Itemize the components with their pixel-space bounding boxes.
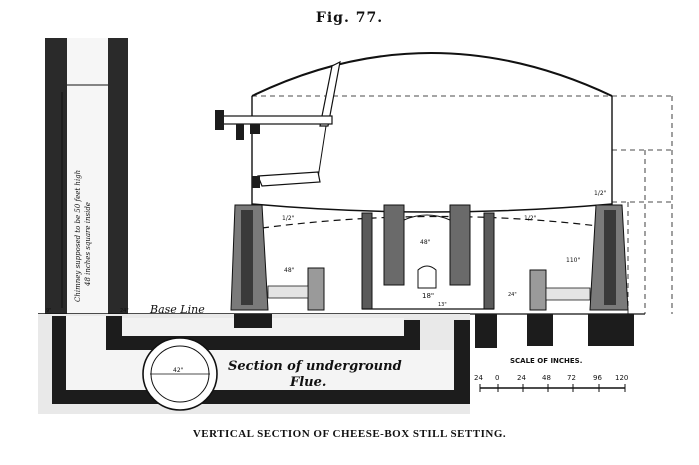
vapor-pipe: [215, 60, 341, 188]
still-body: [251, 52, 673, 314]
dim-flue-dia: 42": [173, 367, 184, 374]
brick-setting: [230, 204, 634, 348]
dim-center-width: 48": [420, 239, 431, 246]
dim-wall-height: 24": [508, 292, 517, 298]
scale-tick-label: 24: [474, 374, 483, 382]
dim-chimney-base: 24": [120, 308, 129, 314]
flue-label-line1: Section of underground: [228, 359, 402, 374]
scale-tick-label: 24: [517, 374, 526, 382]
chimney: [45, 38, 128, 316]
scale-tick-label: 96: [593, 374, 602, 382]
dim-center-low: 13": [438, 302, 447, 308]
flue-section: [142, 337, 218, 411]
scale-tick-label: 72: [567, 374, 576, 382]
figure-title: Fig. 77.: [315, 10, 384, 26]
chimney-note-line2: 48 inches square inside: [84, 202, 92, 287]
flue-label-line2: Flue.: [289, 375, 326, 390]
scale-tick-label: 48: [542, 374, 551, 382]
scale-tick-label: 0: [495, 374, 499, 382]
dim-chimney-inner: 9": [46, 308, 51, 314]
dim-center-height: 18": [422, 292, 434, 300]
dim-right-height: 110": [566, 257, 580, 264]
scale-title: SCALE OF INCHES.: [510, 357, 582, 365]
dim-arch-left: 1/2": [282, 215, 295, 222]
dim-arch-right: 1/2": [524, 215, 537, 222]
figure-caption: VERTICAL SECTION OF CHEESE-BOX STILL SET…: [192, 428, 507, 440]
scale-bar: SCALE OF INCHES. 24 0 24 48 72 96 120: [474, 357, 628, 392]
dim-top-right: 1/2": [594, 190, 607, 197]
scale-tick-label: 120: [615, 374, 628, 382]
chimney-note-line1: Chimney supposed to be 50 feet high: [74, 170, 82, 302]
base-line-label: Base Line: [149, 303, 205, 316]
dim-firebox-left: 48": [284, 267, 295, 274]
